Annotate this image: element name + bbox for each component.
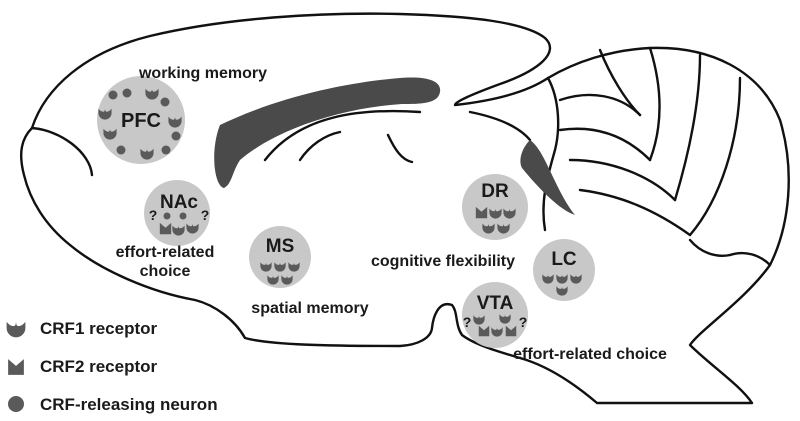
lc-circle [533, 239, 595, 301]
crf-neuron-icon [8, 396, 24, 412]
legend-neuron: CRF-releasing neuron [8, 395, 218, 414]
ms-function-label: spatial memory [251, 300, 368, 317]
crf2-receptor-icon [8, 359, 24, 375]
vta-label: VTA [477, 293, 514, 314]
region-dr: DR [462, 174, 528, 240]
legend-crf1: CRF1 receptor [6, 319, 158, 338]
vta-unknown-left: ? [463, 314, 472, 330]
legend-crf1-label: CRF1 receptor [40, 319, 158, 338]
nac-function-line1: effort-related [116, 244, 215, 261]
nac-function-line2: choice [140, 263, 191, 280]
legend-crf2-label: CRF2 receptor [40, 357, 158, 376]
pfc-label: PFC [121, 110, 161, 132]
nac-unknown-right: ? [201, 207, 210, 223]
dr-label: DR [481, 181, 509, 202]
crf1-receptor-icon [6, 321, 26, 338]
region-nac: NAc ? ? effort-related choice [116, 180, 215, 280]
region-lc: LC [533, 239, 595, 301]
vta-unknown-right: ? [519, 314, 528, 330]
ms-circle [249, 226, 311, 288]
dr-circle [462, 174, 528, 240]
region-pfc: PFC working memory [97, 65, 267, 164]
region-vta: VTA ? ? effort-related choice [462, 282, 667, 363]
ms-label: MS [266, 236, 295, 257]
region-ms: MS spatial memory [249, 226, 369, 317]
nac-unknown-left: ? [149, 207, 158, 223]
legend-neuron-label: CRF-releasing neuron [40, 395, 218, 414]
legend-crf2: CRF2 receptor [8, 357, 158, 376]
ventricles [214, 77, 575, 215]
vta-function-label: effort-related choice [513, 346, 667, 363]
brain-outline [20, 12, 790, 405]
shared-function-label: cognitive flexibility [371, 253, 515, 270]
pfc-function-label: working memory [138, 65, 267, 82]
lc-label: LC [551, 249, 577, 270]
nac-label: NAc [160, 192, 198, 213]
legend: CRF1 receptor CRF2 receptor CRF-releasin… [6, 319, 218, 414]
